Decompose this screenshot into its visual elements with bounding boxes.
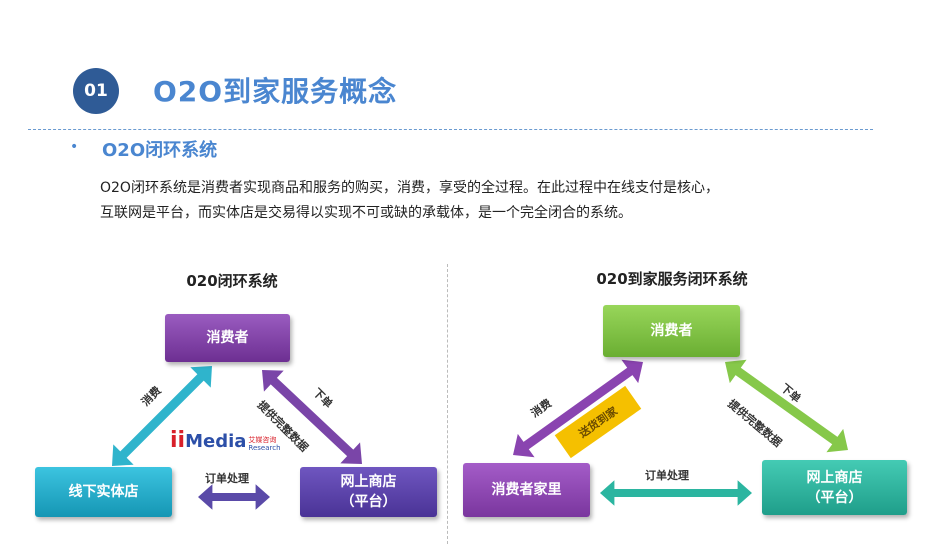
box-label: 网上商店 bbox=[340, 474, 397, 490]
box-label: （平台） bbox=[340, 494, 397, 510]
page-title: O2O到家服务概念 bbox=[153, 75, 398, 108]
diagram-divider bbox=[447, 264, 448, 544]
label-order-process: 订单处理 bbox=[645, 469, 689, 482]
box-label: 网上商店 bbox=[806, 469, 863, 486]
right-online-store-box: 网上商店 （平台） bbox=[762, 460, 907, 515]
right-diagram-title: 020到家服务闭环系统 bbox=[596, 270, 748, 288]
right-consumer-box: 消费者 bbox=[603, 305, 740, 357]
box-label: 线下实体店 bbox=[68, 484, 139, 500]
arrow-process-left bbox=[198, 484, 270, 510]
arrow-consume-left bbox=[112, 366, 212, 466]
arrow-consume-right bbox=[513, 359, 643, 458]
box-label: 消费者 bbox=[650, 323, 693, 339]
box-label: 消费者 bbox=[206, 330, 249, 346]
arrow-order-left bbox=[262, 370, 362, 464]
left-diagram-title: 020闭环系统 bbox=[186, 272, 278, 290]
arrow-process-right bbox=[600, 480, 752, 506]
left-online-store-box: 网上商店 （平台） bbox=[300, 467, 437, 517]
arrow-order-right bbox=[725, 359, 848, 453]
left-consumer-box: 消费者 bbox=[165, 314, 290, 362]
bullet-icon: • bbox=[70, 139, 79, 155]
box-label: （平台） bbox=[806, 489, 863, 506]
section-number-badge: 01 bbox=[73, 68, 119, 114]
section-subtitle: O2O闭环系统 bbox=[102, 140, 218, 161]
description-line-1: O2O闭环系统是消费者实现商品和服务的购买，消费，享受的全过程。在此过程中在线支… bbox=[100, 180, 719, 196]
divider bbox=[28, 129, 873, 130]
offline-store-box: 线下实体店 bbox=[35, 467, 172, 517]
description-line-2: 互联网是平台，而实体店是交易得以实现不可或缺的承载体，是一个完全闭合的系统。 bbox=[100, 205, 632, 221]
consumer-home-box: 消费者家里 bbox=[463, 463, 590, 517]
label-order-process: 订单处理 bbox=[205, 472, 249, 485]
box-label: 消费者家里 bbox=[491, 482, 562, 498]
